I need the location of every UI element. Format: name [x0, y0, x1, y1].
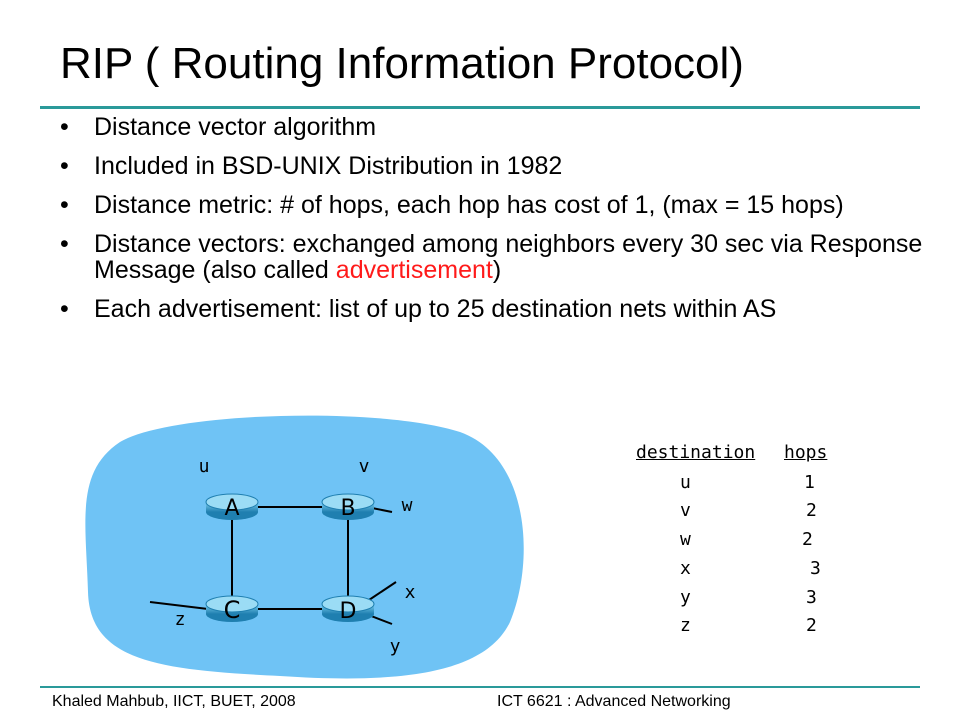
stub-x	[365, 581, 397, 603]
bullet-item: • Distance vectors: exchanged among neig…	[60, 231, 930, 283]
table-cell-hops: 3	[806, 587, 817, 608]
subnet-label-w: w	[402, 495, 413, 516]
footer-divider	[40, 686, 920, 688]
subnet-label-x: x	[405, 582, 416, 603]
subnet-label-z: z	[175, 609, 186, 630]
table-cell-destination: z	[680, 615, 691, 636]
bullet-text: Each advertisement: list of up to 25 des…	[94, 295, 777, 323]
bullet-dot: •	[60, 191, 69, 219]
subnet-label-u: u	[199, 456, 210, 477]
table-cell-destination: v	[680, 500, 691, 521]
bullet-text: Included in BSD-UNIX Distribution in 198…	[94, 152, 563, 180]
column-header-destination: destination	[636, 442, 756, 463]
network-cloud	[85, 415, 524, 679]
table-cell-destination: x	[680, 558, 691, 579]
router-b: B	[321, 493, 375, 521]
bullet-item: • Each advertisement: list of up to 25 d…	[60, 296, 930, 322]
table-cell-hops: 2	[802, 529, 813, 550]
table-cell-hops: 2	[806, 500, 817, 521]
network-diagram: A B C D u v w x y z	[85, 415, 524, 679]
table-cell-hops: 2	[806, 615, 817, 636]
title-divider	[40, 106, 920, 109]
table-cell-destination: y	[680, 587, 691, 608]
table-cell-hops: 1	[804, 472, 815, 493]
router-c: C	[205, 595, 259, 624]
bullet-item: • Distance metric: # of hops, each hop h…	[60, 192, 930, 218]
router-d: D	[321, 595, 375, 624]
bullet-item: • Included in BSD-UNIX Distribution in 1…	[60, 153, 930, 179]
router-label: B	[340, 496, 355, 521]
bullet-dot: •	[60, 295, 69, 323]
router-label: A	[224, 496, 239, 521]
bullet-text-end: )	[492, 256, 502, 284]
table-cell-destination: w	[680, 529, 691, 550]
stub-z	[149, 601, 209, 610]
subnet-label-y: y	[390, 636, 401, 657]
router-label: D	[340, 599, 357, 624]
footer-author: Khaled Mahbub, IICT, BUET, 2008	[52, 693, 296, 710]
column-header-hops: hops	[784, 442, 828, 463]
bullet-list: • Distance vector algorithm • Included i…	[60, 114, 930, 335]
highlighted-term: advertisement	[335, 256, 493, 284]
bullet-text: Distance metric: # of hops, each hop has…	[94, 191, 844, 219]
subnet-label-v: v	[359, 456, 370, 477]
bullet-dot: •	[60, 113, 69, 141]
slide-title: RIP ( Routing Information Protocol)	[60, 39, 744, 88]
bullet-dot: •	[60, 152, 69, 180]
bullet-dot: •	[60, 230, 69, 258]
router-label: C	[224, 596, 241, 624]
footer-course: ICT 6621 : Advanced Networking	[497, 693, 731, 710]
table-cell-hops: 3	[810, 558, 821, 579]
table-cell-destination: u	[680, 472, 691, 493]
bullet-item: • Distance vector algorithm	[60, 114, 930, 140]
bullet-text: Distance vector algorithm	[94, 113, 377, 141]
router-a: A	[205, 493, 259, 521]
bullet-text: Distance vectors: exchanged among neighb…	[94, 230, 923, 284]
